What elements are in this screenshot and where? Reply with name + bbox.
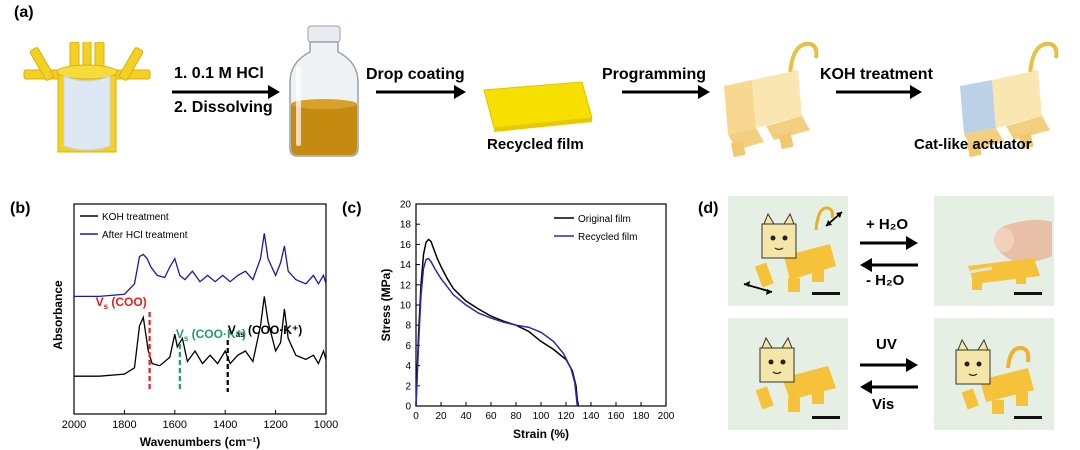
y-tick-label: 6 bbox=[405, 341, 411, 352]
plot-frame bbox=[73, 203, 327, 415]
water-forward-arrow bbox=[860, 236, 918, 250]
water-reverse-arrow bbox=[860, 258, 918, 272]
x-tick-label: 80 bbox=[510, 411, 522, 422]
caption-cat-actuator: Cat-like actuator bbox=[914, 136, 1032, 153]
annotation-label: Vas (COO·K⁺) bbox=[228, 323, 303, 339]
x-tick-label: 1800 bbox=[112, 419, 136, 431]
y-tick-label: 4 bbox=[405, 361, 411, 372]
legend-label-2: Recycled film bbox=[578, 232, 637, 243]
uv-forward-arrow bbox=[860, 358, 918, 372]
x-tick-label: 200 bbox=[658, 411, 675, 422]
panel-c-label: (c) bbox=[342, 200, 362, 217]
y-tick-label: 8 bbox=[405, 321, 411, 332]
y-tick-label: 20 bbox=[400, 200, 412, 211]
label-uv: UV bbox=[876, 336, 897, 353]
scale-bar bbox=[812, 416, 840, 419]
legend-label-1: Original film bbox=[578, 214, 631, 225]
step2-label: Drop coating bbox=[366, 66, 465, 83]
y-tick-label: 18 bbox=[400, 220, 412, 231]
y-axis-label: Absorbance bbox=[51, 280, 65, 350]
caption-recycled-film: Recycled film bbox=[487, 136, 584, 153]
recycled-film-illustration bbox=[483, 81, 593, 132]
x-tick-label: 0 bbox=[413, 411, 419, 422]
series-line-2 bbox=[74, 233, 327, 298]
label-vis: Vis bbox=[872, 396, 895, 413]
x-tick-label: 60 bbox=[485, 411, 497, 422]
cat-actuator-illustration bbox=[960, 41, 1059, 158]
y-tick-label: 16 bbox=[400, 240, 412, 251]
x-tick-label: 140 bbox=[583, 411, 600, 422]
series-line-2 bbox=[415, 257, 579, 407]
photo-cat-uv-after bbox=[934, 318, 1054, 430]
x-tick-label: 20 bbox=[435, 411, 447, 422]
series-line-1 bbox=[415, 238, 580, 407]
panel-d-label: (d) bbox=[698, 200, 719, 217]
stress-strain-chart: 0 20 40 60 80 100 120 140 160 180 200 0 2 4 6 8 10 12 14 16… bbox=[379, 200, 675, 442]
programmed-shape-illustration bbox=[724, 41, 819, 158]
step4-arrow bbox=[836, 85, 922, 99]
step1-line1: 1. 0.1 M HCl bbox=[174, 65, 264, 82]
y-tick-label: 12 bbox=[400, 280, 412, 291]
photo-finger-actuator bbox=[934, 196, 1054, 306]
photo-cat-uv-before bbox=[728, 318, 848, 430]
x-axis-label: Wavenumbers (cm⁻¹) bbox=[140, 435, 261, 449]
photo-cat-dry bbox=[728, 196, 848, 306]
x-tick-label: 1600 bbox=[163, 419, 187, 431]
scale-bar bbox=[812, 292, 840, 295]
x-tick-label: 40 bbox=[460, 411, 472, 422]
x-tick-label: 120 bbox=[558, 411, 575, 422]
step1-line2: 2. Dissolving bbox=[174, 99, 273, 116]
scale-bar bbox=[1014, 292, 1042, 295]
y-tick-label: 0 bbox=[405, 402, 411, 413]
x-tick-label: 2000 bbox=[62, 419, 86, 431]
x-tick-label: 1000 bbox=[314, 419, 338, 431]
x-tick-label: 1200 bbox=[263, 419, 287, 431]
y-tick-label: 14 bbox=[400, 260, 412, 271]
scale-bar bbox=[1014, 416, 1042, 419]
y-tick-label: 2 bbox=[405, 381, 411, 392]
step3-label: Programming bbox=[602, 66, 707, 83]
y-axis-label: Stress (MPa) bbox=[379, 269, 393, 342]
step2-arrow bbox=[376, 85, 466, 99]
x-tick-label: 1400 bbox=[213, 419, 237, 431]
x-axis-label: Strain (%) bbox=[513, 427, 569, 441]
step3-arrow bbox=[622, 85, 710, 99]
label-add-water: + H₂O bbox=[866, 216, 909, 233]
annotation-label: Vs (COO·K⁺) bbox=[176, 327, 246, 343]
series-line-1 bbox=[74, 296, 327, 377]
legend-label-2: After HCl treatment bbox=[102, 230, 188, 241]
x-tick-label: 180 bbox=[633, 411, 650, 422]
tube-with-flaps-illustration bbox=[23, 42, 151, 153]
x-tick-label: 160 bbox=[608, 411, 625, 422]
legend-label-1: KOH treatment bbox=[102, 212, 169, 223]
vis-reverse-arrow bbox=[860, 380, 918, 394]
panel-a-label: (a) bbox=[14, 4, 34, 21]
label-remove-water: - H₂O bbox=[866, 272, 905, 289]
panel-b-label: (b) bbox=[10, 200, 31, 217]
y-tick-label: 10 bbox=[400, 301, 412, 312]
step4-label: KOH treatment bbox=[820, 66, 933, 83]
step1-arrow bbox=[172, 85, 280, 99]
annotation-label: Vs (COO) bbox=[96, 295, 147, 311]
x-tick-label: 100 bbox=[533, 411, 550, 422]
bottle-illustration bbox=[289, 25, 359, 157]
